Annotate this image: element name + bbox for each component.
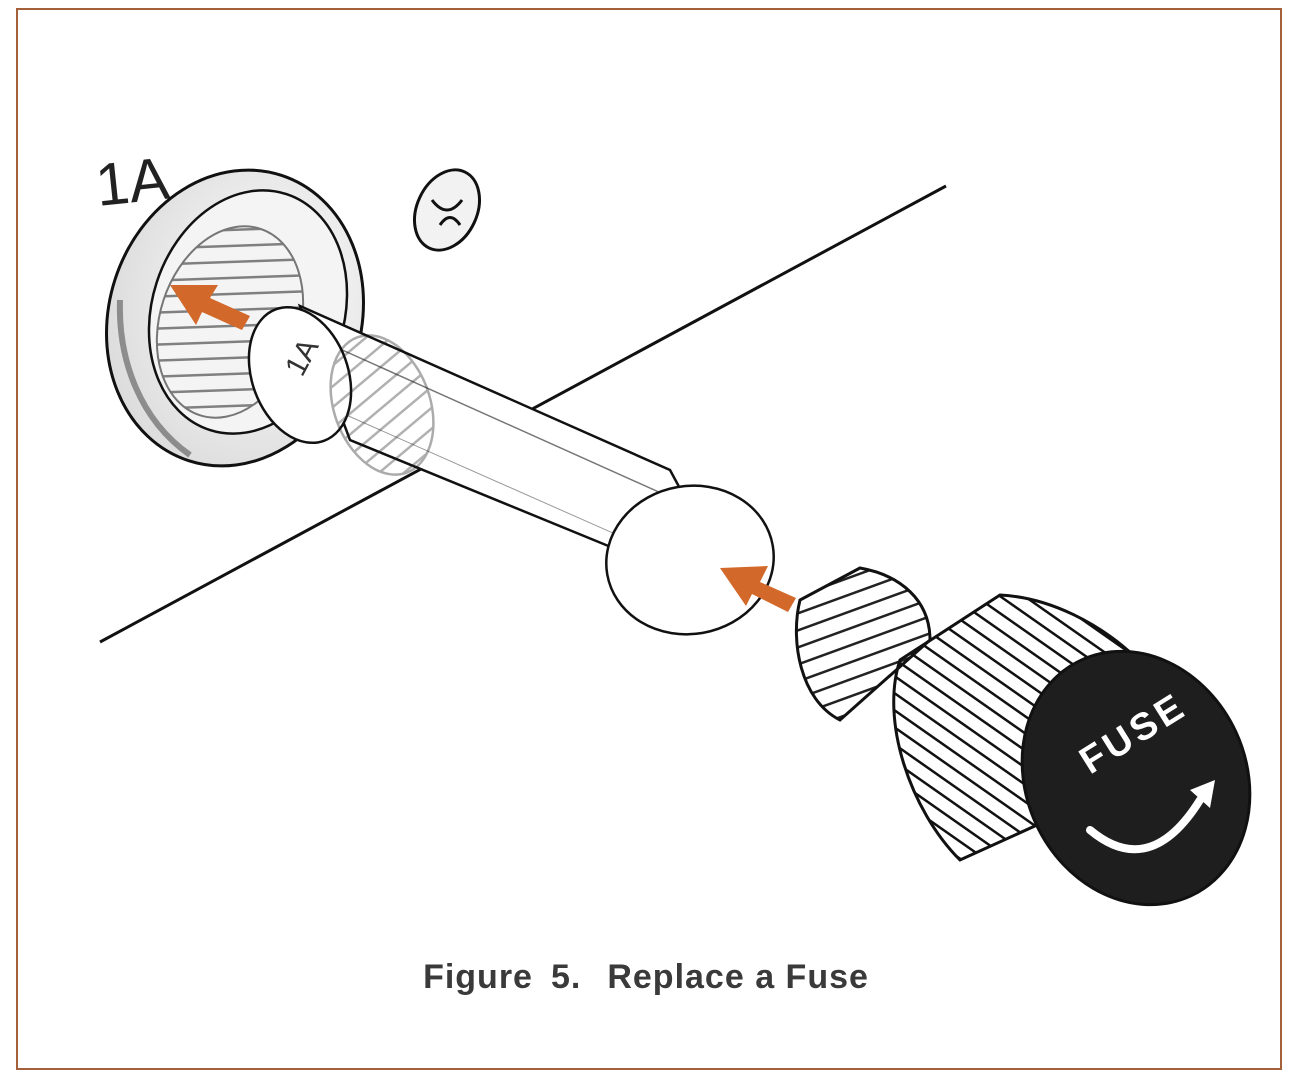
- arrow-right-icon: [720, 566, 796, 612]
- caption-title: Replace a Fuse: [607, 958, 869, 996]
- fuse-cap-knob: FUSE: [794, 566, 1252, 907]
- figure-caption: Figure 5. Replace a Fuse: [0, 958, 1292, 997]
- arrow-right-icon: [170, 285, 250, 330]
- caption-label: Figure: [423, 958, 533, 996]
- curved-arrow-icon: [1086, 780, 1215, 854]
- mounting-washer-icon: [413, 168, 481, 252]
- caption-number: 5.: [550, 958, 582, 996]
- figure-frame: [16, 8, 1282, 1070]
- glass-fuse-cartridge: 1A: [247, 303, 775, 636]
